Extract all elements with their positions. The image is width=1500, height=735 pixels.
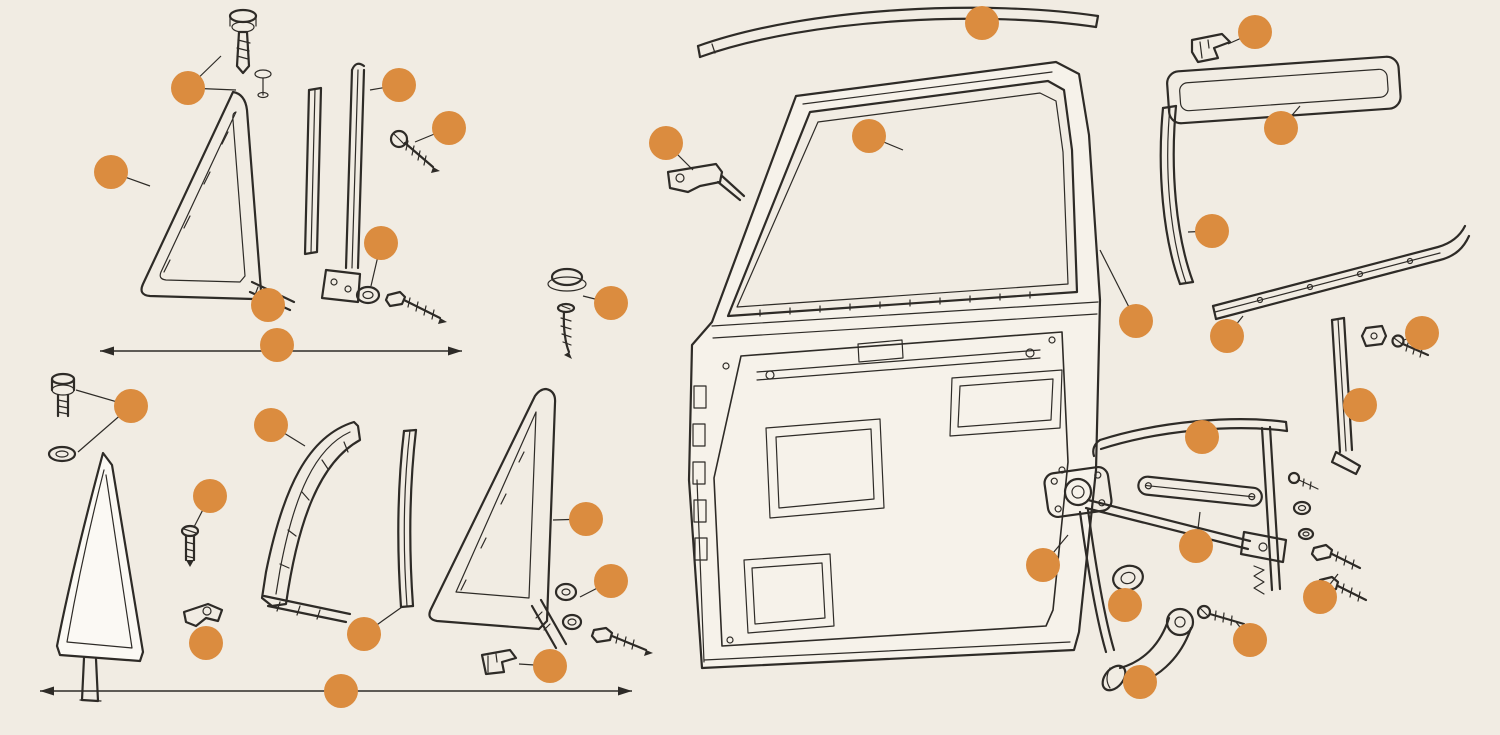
washer-lower-left bbox=[47, 445, 77, 463]
drip-rail-trim bbox=[696, 6, 1100, 59]
part-marker-1[interactable] bbox=[171, 71, 205, 105]
door-panel bbox=[687, 60, 1102, 670]
outer-scraper-rail bbox=[1211, 224, 1471, 321]
part-marker-4[interactable] bbox=[432, 111, 466, 145]
part-marker-18[interactable] bbox=[965, 6, 999, 40]
part-marker-10[interactable] bbox=[254, 408, 288, 442]
vent-window-frame-1 bbox=[140, 90, 296, 312]
part-marker-30[interactable] bbox=[1026, 548, 1060, 582]
washer-pair bbox=[554, 582, 583, 631]
part-marker-2[interactable] bbox=[94, 155, 128, 189]
part-marker-27[interactable] bbox=[1343, 388, 1377, 422]
part-marker-5[interactable] bbox=[364, 226, 398, 260]
part-marker-20[interactable] bbox=[649, 126, 683, 160]
dimension-arrowhead bbox=[100, 346, 114, 356]
part-marker-6[interactable] bbox=[251, 288, 285, 322]
part-marker-3[interactable] bbox=[382, 68, 416, 102]
part-marker-16[interactable] bbox=[533, 649, 567, 683]
part-marker-8[interactable] bbox=[594, 286, 628, 320]
spring-clip-lower bbox=[480, 648, 518, 676]
small-screw-lower-left bbox=[180, 524, 200, 567]
division-bar-channel bbox=[1330, 316, 1362, 476]
stud-fastener-set bbox=[228, 8, 272, 99]
part-marker-25[interactable] bbox=[1210, 319, 1244, 353]
grommet-and-screw-center bbox=[547, 267, 587, 359]
clip-and-screw-right bbox=[1360, 324, 1430, 358]
glass-run-strip-2 bbox=[397, 428, 418, 609]
part-marker-23[interactable] bbox=[1264, 111, 1298, 145]
quarter-glass-panel bbox=[55, 451, 145, 703]
pan-head-screw-1 bbox=[389, 129, 440, 173]
curved-corner-frame bbox=[260, 420, 362, 624]
part-marker-33[interactable] bbox=[1233, 623, 1267, 657]
clamp-bracket bbox=[182, 602, 224, 628]
fasteners-right bbox=[1287, 471, 1368, 602]
dimension-arrowhead bbox=[448, 346, 462, 356]
part-marker-14[interactable] bbox=[569, 502, 603, 536]
part-marker-17[interactable] bbox=[324, 674, 358, 708]
retaining-clip-top-right bbox=[1190, 32, 1232, 64]
part-marker-31[interactable] bbox=[1108, 588, 1142, 622]
part-marker-32[interactable] bbox=[1123, 665, 1157, 699]
part-markers-layer bbox=[94, 6, 1439, 708]
hex-bolt-2 bbox=[590, 626, 653, 656]
hinge-check-part bbox=[666, 162, 746, 202]
part-marker-26[interactable] bbox=[1405, 316, 1439, 350]
part-marker-7[interactable] bbox=[260, 328, 294, 362]
dimension-arrowhead bbox=[40, 686, 54, 696]
part-marker-12[interactable] bbox=[189, 626, 223, 660]
flange-bolt bbox=[50, 372, 76, 418]
part-marker-11[interactable] bbox=[193, 479, 227, 513]
part-marker-21[interactable] bbox=[1119, 304, 1153, 338]
glass-run-channel-strips bbox=[303, 62, 366, 304]
part-marker-24[interactable] bbox=[1195, 214, 1229, 248]
part-marker-34[interactable] bbox=[1303, 580, 1337, 614]
vertical-run-channel bbox=[1159, 104, 1195, 286]
dimension-arrowhead bbox=[618, 686, 632, 696]
part-marker-29[interactable] bbox=[1179, 529, 1213, 563]
washer-and-hex-bolt-1 bbox=[355, 285, 447, 324]
vent-window-frame-2 bbox=[428, 387, 568, 650]
part-marker-19[interactable] bbox=[852, 119, 886, 153]
part-marker-28[interactable] bbox=[1185, 420, 1219, 454]
part-marker-15[interactable] bbox=[594, 564, 628, 598]
part-marker-22[interactable] bbox=[1238, 15, 1272, 49]
part-marker-13[interactable] bbox=[347, 617, 381, 651]
part-marker-9[interactable] bbox=[114, 389, 148, 423]
